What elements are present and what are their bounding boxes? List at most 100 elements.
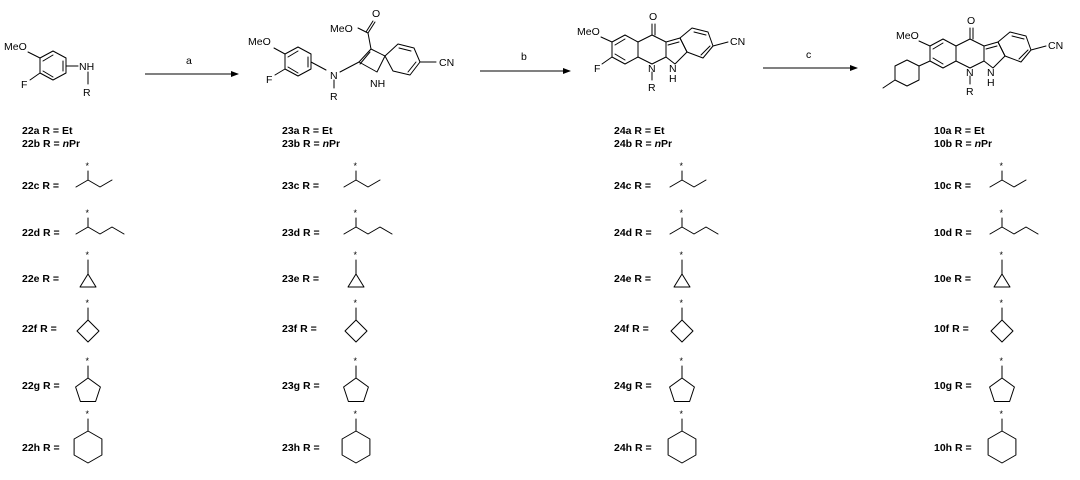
attachment-star: * <box>354 298 358 308</box>
compound-22g-label: 22g R = <box>22 380 60 392</box>
attachment-star: * <box>354 409 358 419</box>
reaction-arrows: a b c <box>145 49 858 77</box>
oxygen-label: O <box>372 8 380 20</box>
r-group-bond-lines <box>73 418 103 464</box>
compound-10f-label: 10f R = <box>934 323 969 335</box>
r-group-23d: * <box>343 208 393 235</box>
n-label: N <box>648 63 656 75</box>
meo-label: MeO <box>4 41 27 53</box>
compound-10d-label: 10d R = <box>934 227 972 239</box>
r-group-23e: * <box>347 250 365 288</box>
compound-22h-label: 22h R = <box>22 442 60 454</box>
attachment-star: * <box>1000 208 1004 218</box>
r-group-bond-lines <box>673 259 691 288</box>
h-label: H <box>987 77 995 89</box>
r-group-bond-lines <box>670 307 694 343</box>
r-group-23f: * <box>344 298 368 343</box>
compound-10a-label: 10a R = Et <box>934 125 985 137</box>
meo-label: MeO <box>896 30 919 42</box>
fluorine-label: F <box>266 74 272 86</box>
n-indole-label: N <box>669 63 677 75</box>
compound-22b-label: 22b R = nPr <box>22 138 80 150</box>
attachment-star: * <box>354 208 358 218</box>
arrow-b-label: b <box>521 51 527 63</box>
fluorine-label: F <box>21 79 27 91</box>
structure-22: MeO F NH R <box>4 41 94 99</box>
r-group-bond-lines <box>75 365 101 402</box>
attachment-star: * <box>86 356 90 366</box>
attachment-star: * <box>86 250 90 260</box>
compound-22e-label: 22e R = <box>22 273 59 285</box>
r-group-bond-lines <box>76 307 100 343</box>
r-group-24g: * <box>669 356 695 402</box>
r-group-bond-lines <box>667 418 697 464</box>
attachment-star: * <box>86 208 90 218</box>
compound-23a-label: 23a R = Et <box>282 125 333 137</box>
attachment-star: * <box>680 356 684 366</box>
compound-10h-label: 10h R = <box>934 442 972 454</box>
meo-label: MeO <box>248 36 271 48</box>
r-group-bond-lines <box>79 259 97 288</box>
compound-22c-label: 22c R = <box>22 180 59 192</box>
arrow-a-label: a <box>186 55 192 67</box>
compound-24e-label: 24e R = <box>614 273 651 285</box>
r-group-23h: * <box>341 409 371 464</box>
oxygen-label: O <box>967 15 975 27</box>
r-group-10g: * <box>989 356 1015 402</box>
attachment-star: * <box>680 409 684 419</box>
r-label: R <box>648 82 656 94</box>
r-group-10d: * <box>989 208 1039 235</box>
r-group-bond-lines <box>341 418 371 464</box>
r-group-bond-lines <box>987 418 1017 464</box>
compound-22f-label: 22f R = <box>22 323 57 335</box>
r-group-22e: * <box>79 250 97 288</box>
r-label: R <box>330 91 338 103</box>
r-group-bond-lines <box>343 170 381 188</box>
r-group-bond-lines <box>669 170 707 188</box>
r-group-22d: * <box>75 208 125 235</box>
attachment-star: * <box>680 250 684 260</box>
n-indole-label: N <box>987 67 995 79</box>
compound-22d-label: 22d R = <box>22 227 60 239</box>
nh-label: NH <box>79 61 94 73</box>
arrow-c-label: c <box>806 49 811 61</box>
compound-10c-label: 10c R = <box>934 180 971 192</box>
attachment-star: * <box>680 161 684 171</box>
r-group-22h: * <box>73 409 103 464</box>
r-group-23g: * <box>343 356 369 402</box>
r-group-24e: * <box>673 250 691 288</box>
ester-meo-label: MeO <box>330 23 353 35</box>
compound-22a-label: 22a R = Et <box>22 125 73 137</box>
compound-24b-label: 24b R = nPr <box>614 138 672 150</box>
r-group-10h: * <box>987 409 1017 464</box>
attachment-star: * <box>86 161 90 171</box>
r-group-bond-lines <box>347 259 365 288</box>
r-group-10f: * <box>990 298 1014 343</box>
r-group-bond-lines <box>989 365 1015 402</box>
r-group-bond-lines <box>344 307 368 343</box>
attachment-star: * <box>354 250 358 260</box>
oxygen-label: O <box>649 11 657 23</box>
r-group-bond-lines <box>989 217 1039 235</box>
cn-label: CN <box>730 36 745 48</box>
compound-23d-label: 23d R = <box>282 227 320 239</box>
cn-label: CN <box>439 57 454 69</box>
r-group-24f: * <box>670 298 694 343</box>
r-label: R <box>966 86 974 98</box>
compound-24f-label: 24f R = <box>614 323 649 335</box>
compound-23h-label: 23h R = <box>282 442 320 454</box>
compound-24h-label: 24h R = <box>614 442 652 454</box>
attachment-star: * <box>86 298 90 308</box>
attachment-star: * <box>1000 409 1004 419</box>
r-group-bond-lines <box>990 307 1014 343</box>
compound-24c-label: 24c R = <box>614 180 651 192</box>
r-group-23c: * <box>343 161 381 188</box>
r-group-bond-lines <box>989 170 1027 188</box>
attachment-star: * <box>1000 298 1004 308</box>
compound-10e-label: 10e R = <box>934 273 971 285</box>
r-group-bond-lines <box>343 217 393 235</box>
compound-23b-label: 23b R = nPr <box>282 138 340 150</box>
r-group-10e: * <box>993 250 1011 288</box>
r-group-bond-lines <box>993 259 1011 288</box>
r-group-bond-lines <box>669 217 719 235</box>
